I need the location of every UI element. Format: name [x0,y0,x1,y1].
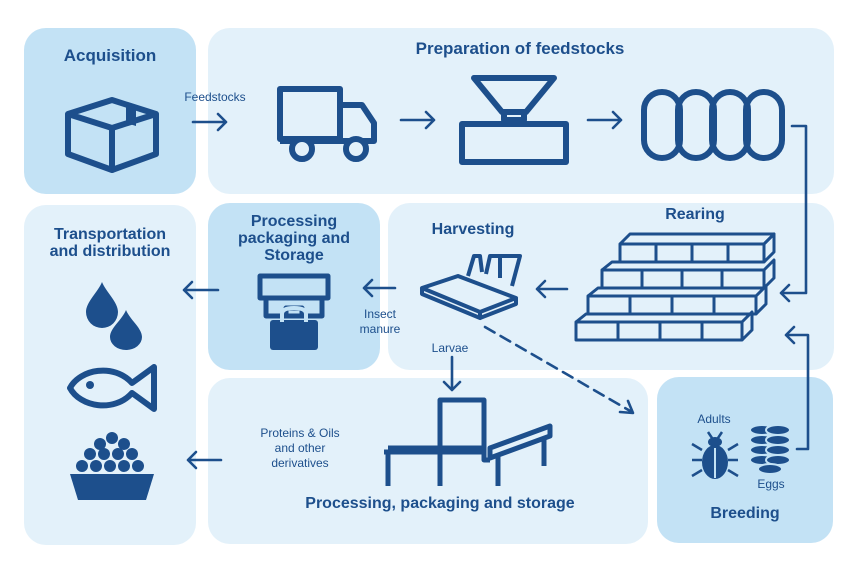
hopper-icon [459,75,569,165]
proteins-label-line: derivatives [271,456,329,470]
proteins-label-line: Proteins & Oils [260,426,340,440]
transportation-title-line: and distribution [49,242,171,260]
conveyor-icon [384,397,553,486]
capsules-icon [641,89,785,161]
insect-manure-label: Insect manure [348,307,412,337]
larvae-label: Larvae [431,341,469,355]
harvester-icon [420,254,522,320]
crate-stack-icon [574,232,776,342]
proteins-label-line: and other [274,441,326,455]
processing-storage-title-line: packaging and [237,229,351,247]
preparation-title: Preparation of feedstocks [415,39,625,58]
insect-manure-label-line: Insect [363,307,396,321]
rearing-title: Rearing [665,206,725,223]
eggs-label: Eggs [757,477,785,491]
fish-icon [67,364,157,412]
acquisition-title: Acquisition [63,46,157,65]
pet-food-bowl-icon [70,432,154,500]
breeding-title: Breeding [710,505,780,522]
eggs-cluster-icon [749,424,791,475]
feedstocks-label: Feedstocks [184,90,246,104]
processing-storage-title: Processing packaging and Storage [208,213,380,264]
processing-storage-title-line: Storage [264,246,324,264]
processing-bottom-title: Processing, packaging and storage [305,495,575,512]
transportation-title-line: Transportation [53,226,166,243]
water-drops-icon [86,282,142,350]
box-icon [65,97,159,173]
processing-storage-title-line: Processing [250,213,338,230]
truck-icon [277,86,377,162]
transportation-title: Transportation and distribution [24,226,196,261]
proteins-label: Proteins & Oils and other derivatives [240,426,360,471]
adults-label: Adults [697,412,731,426]
insect-manure-label-line: manure [359,322,401,336]
packaging-machine-icon [257,273,331,350]
harvesting-title: Harvesting [431,221,515,238]
beetle-icon [691,431,739,479]
